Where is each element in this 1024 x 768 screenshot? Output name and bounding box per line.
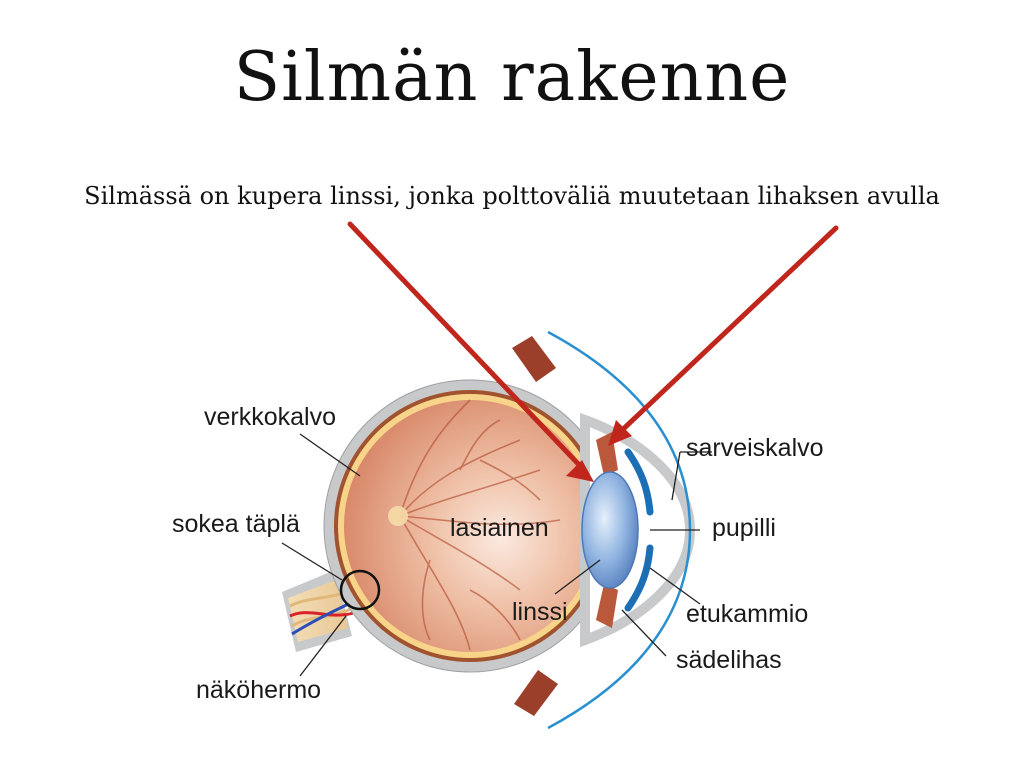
ciliary-muscle-bottom [596, 584, 618, 628]
page-title: Silmän rakenne [233, 38, 791, 117]
red-arrows [347, 221, 839, 482]
arrow-to-lens [347, 221, 587, 473]
iris-top [624, 448, 654, 516]
arrow-head-lens [566, 460, 594, 482]
label-linssi: linssi [512, 598, 568, 626]
label-etukammio: etukammio [686, 600, 808, 628]
optic-disc [388, 506, 408, 526]
page-subtitle: Silmässä on kupera linssi, jonka polttov… [84, 182, 940, 210]
retinal-vessels [399, 399, 561, 651]
label-lasiainen: lasiainen [450, 514, 549, 542]
upper-muscle [512, 336, 556, 382]
label-sarveiskalvo: sarveiskalvo [686, 434, 824, 462]
label-nakohermo: näköhermo [196, 676, 321, 704]
label-sadelihas: sädelihas [676, 646, 782, 674]
arrow-head-ciliary [608, 420, 632, 446]
blind-spot-marker [339, 569, 381, 611]
arrow-to-ciliary [615, 225, 839, 437]
label-sokea-tapla: sokea täplä [172, 510, 300, 538]
leader-lines [281, 433, 712, 677]
lower-muscle [514, 670, 558, 716]
label-verkkokalvo: verkkokalvo [204, 403, 336, 431]
lens [581, 471, 639, 589]
iris-bottom [624, 544, 654, 612]
label-pupilli: pupilli [712, 514, 776, 542]
vitreous-body [344, 400, 596, 652]
